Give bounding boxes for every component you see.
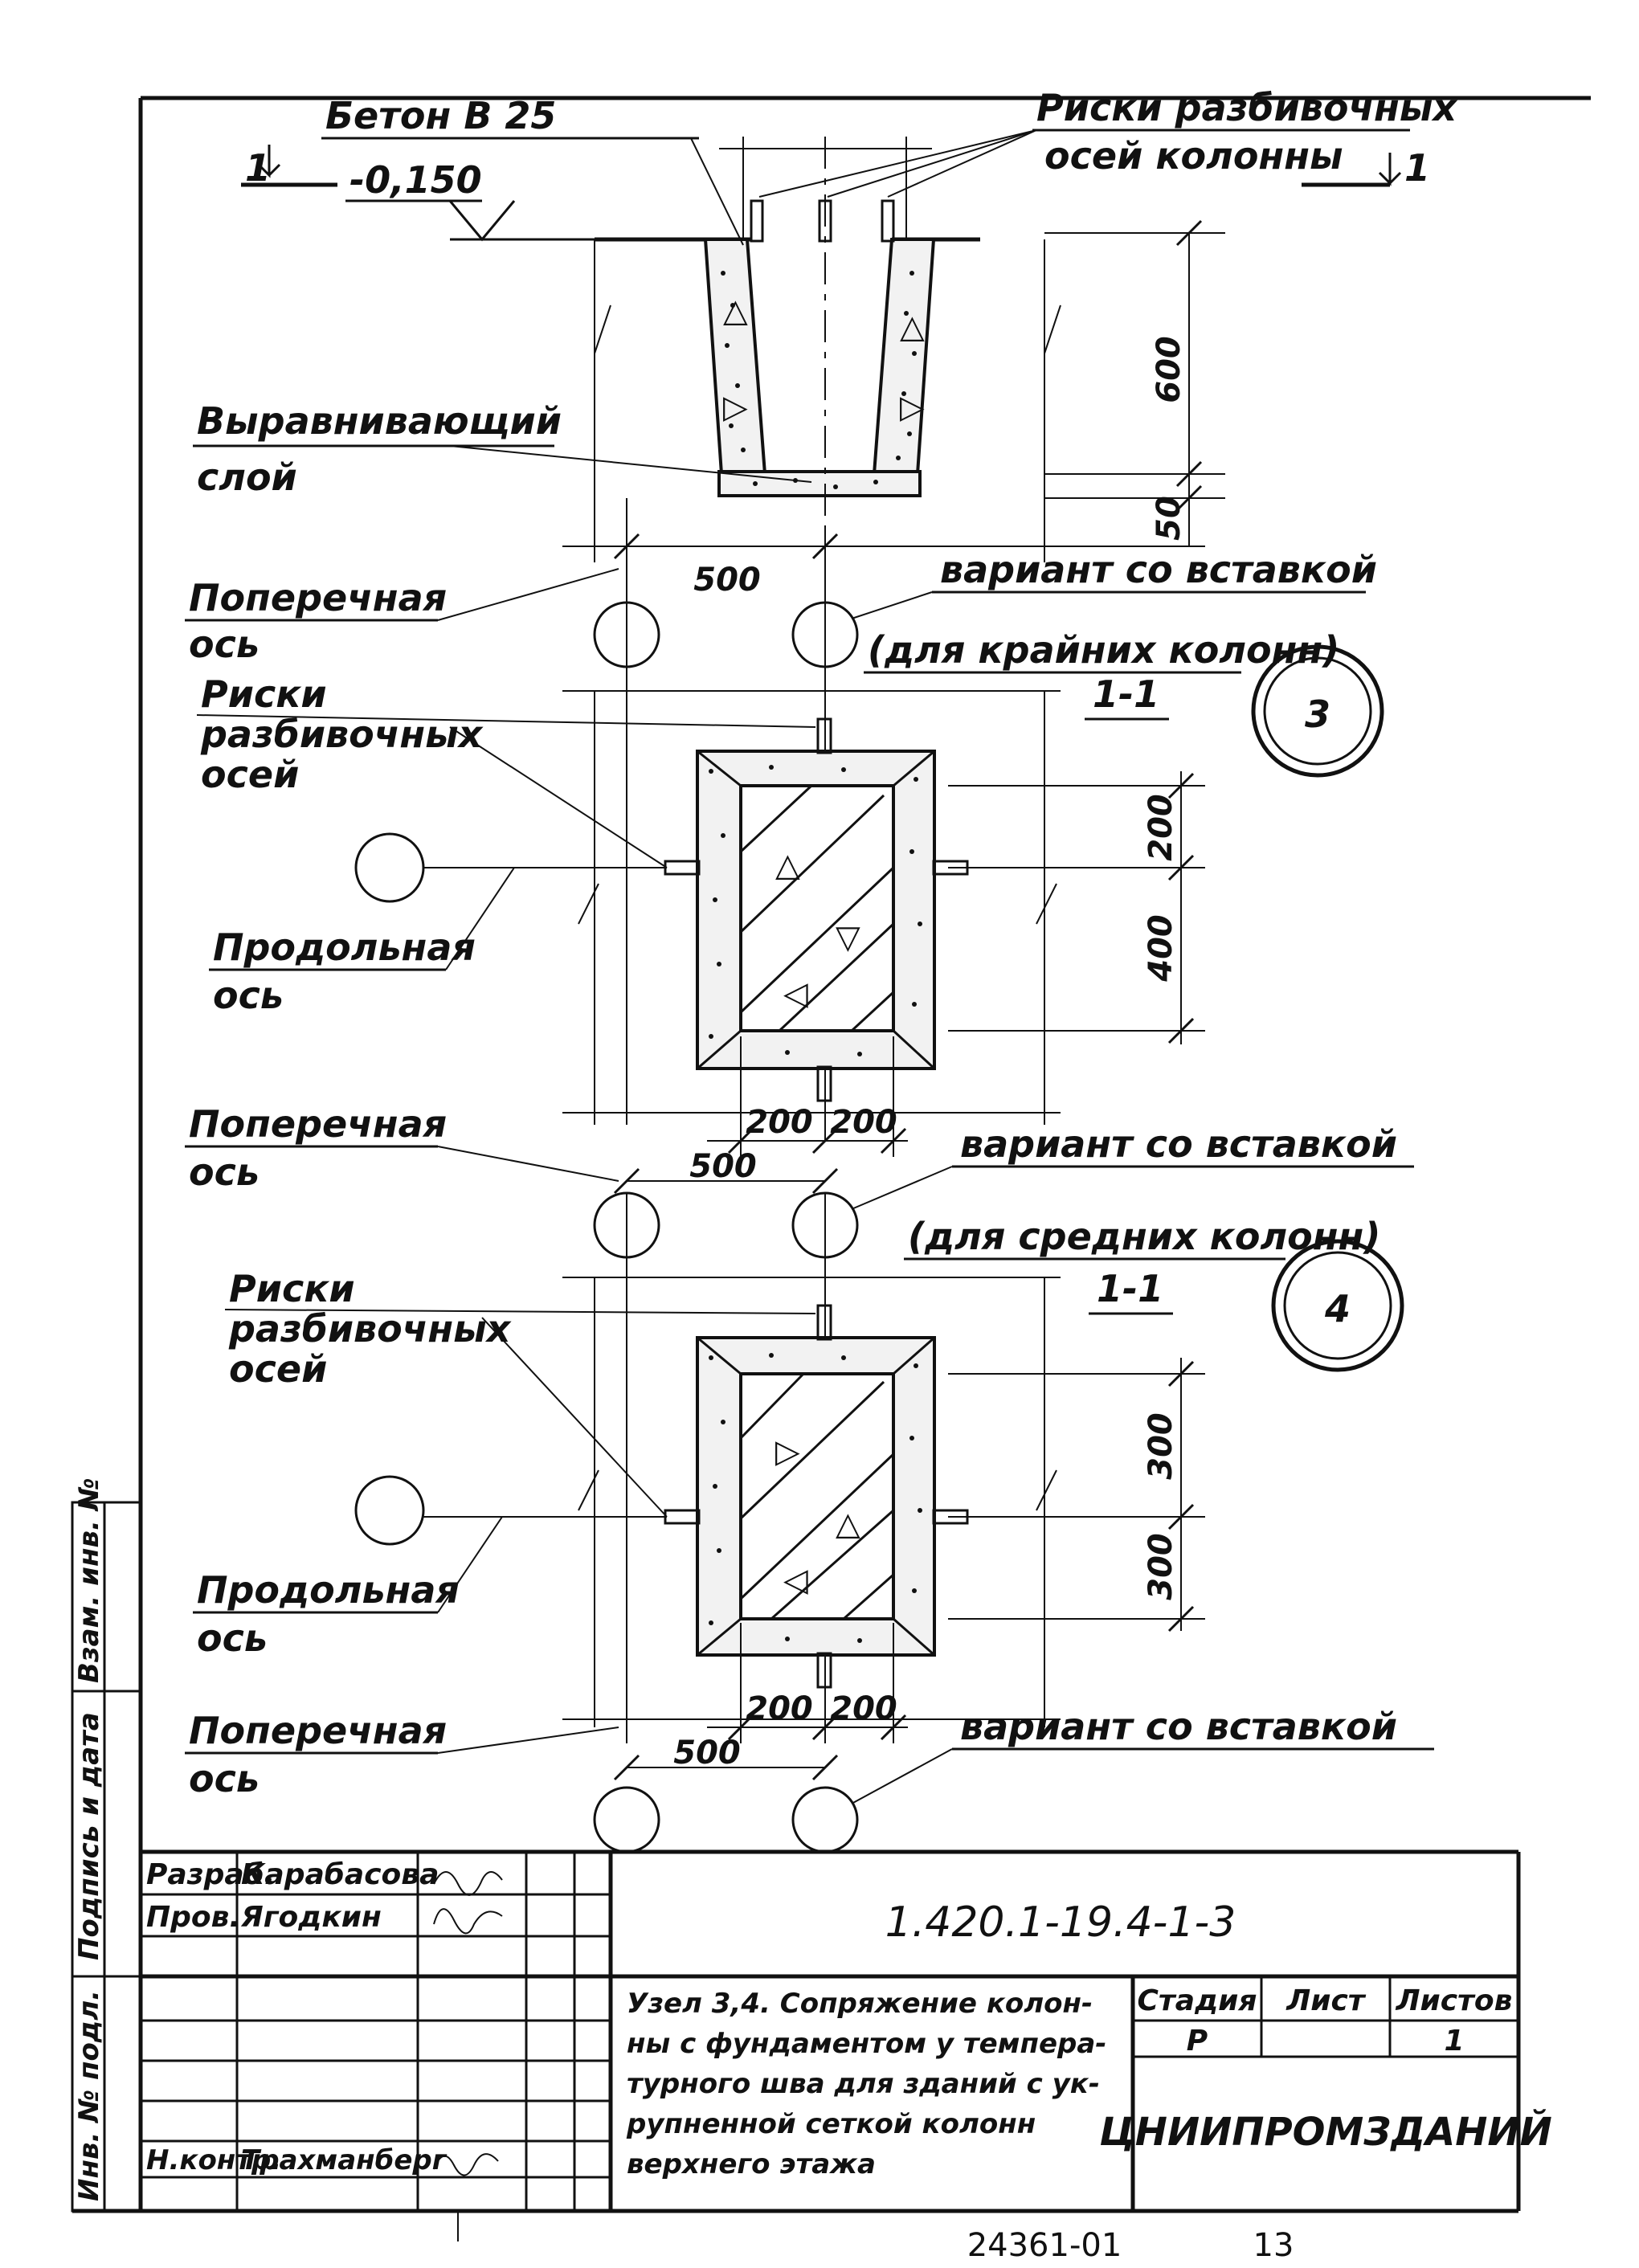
axis-marks-label: Риски разбивочных — [1036, 86, 1457, 129]
organization: ЦНИИПРОМЗДАНИЙ — [1099, 2109, 1551, 2155]
name-checked: Ягодкин — [240, 1901, 382, 1934]
dim-4-x1: 200 — [746, 1690, 813, 1727]
node-number-4: 4 — [1324, 1287, 1351, 1330]
dim-width-top: 500 — [693, 562, 761, 599]
signature-3 — [433, 2153, 499, 2176]
bottom-axes: Поперечная ось 500 вариант со вставкой — [185, 1705, 1434, 1853]
sheets-value: 1 — [1444, 2025, 1464, 2058]
section-marker-left: 1 — [245, 146, 271, 190]
leveling-layer-label: Выравнивающий — [197, 399, 562, 443]
node-4-plan: Поперечная ось 500 вариант со вставкой (… — [185, 1102, 1414, 1743]
longitudinal-axis-label-3: Продольная — [213, 926, 476, 969]
sheet-header: Лист — [1285, 1984, 1366, 2017]
sheets-header: Листов — [1396, 1984, 1513, 2017]
stamp-inv-no: Инв. № подл. — [73, 1990, 105, 2201]
dim-depth: 600 — [1151, 336, 1187, 403]
stage-header: Стадия — [1138, 1984, 1257, 2017]
archive-number: 24361-01 — [967, 2227, 1122, 2264]
svg-text:▽: ▽ — [836, 919, 860, 956]
leveling-layer-label-2: слой — [197, 456, 297, 499]
variant-note-4: (для средних колонн) — [908, 1215, 1380, 1258]
axis-marks-label-4b: разбивочных — [228, 1307, 512, 1351]
section-label-3: 1-1 — [1093, 672, 1159, 716]
axis-marks-label-3c: осей — [201, 753, 299, 796]
axis-marks-label-2: осей колонны — [1044, 134, 1343, 178]
axis-marks-label-4: Риски — [229, 1267, 355, 1310]
dim-3-bottom: 400 — [1142, 914, 1179, 983]
svg-text:△: △ — [775, 847, 800, 884]
axis-bubble-bottom-b — [791, 1786, 859, 1853]
section-marker-right: 1 — [1404, 146, 1430, 190]
stage-value: Р — [1187, 2025, 1208, 2058]
axis-bubble-3-long — [354, 832, 425, 903]
name-designed: Карабасова — [241, 1858, 439, 1891]
svg-text:△: △ — [900, 309, 925, 345]
title-desc-4: рупненной сеткой колонн — [626, 2108, 1036, 2140]
signature-1 — [433, 1871, 503, 1896]
axis-bubble-bottom-a — [593, 1786, 660, 1853]
longitudinal-axis-label-3b: ось — [213, 974, 284, 1017]
svg-text:◁: ◁ — [783, 1562, 808, 1599]
longitudinal-axis-label-4b: ось — [197, 1616, 268, 1660]
concrete-label: Бетон В 25 — [325, 94, 556, 137]
longitudinal-axis-label-4: Продольная — [197, 1568, 460, 1612]
transverse-axis-label-4: Поперечная — [189, 1102, 447, 1146]
node-number-3: 3 — [1305, 693, 1330, 736]
axis-marks-label-3: Риски — [201, 672, 327, 716]
svg-text:◁: ◁ — [783, 975, 808, 1012]
elevation-label: -0,150 — [349, 158, 482, 202]
variant-label-bottom: вариант со вставкой — [960, 1705, 1397, 1748]
svg-text:△: △ — [836, 1506, 860, 1543]
dim-4-width: 500 — [689, 1148, 757, 1185]
dim-layer: 50 — [1151, 496, 1187, 541]
title-desc-3: турного шва для зданий с ук- — [627, 2068, 1100, 2100]
svg-text:▷: ▷ — [723, 389, 748, 426]
role-norm-control: Н.контр. — [146, 2144, 281, 2176]
dim-bottom-width: 500 — [673, 1735, 741, 1771]
dim-4-bottom: 300 — [1142, 1533, 1179, 1600]
signature-2 — [433, 1908, 503, 1935]
dim-3-top: 200 — [1142, 794, 1179, 861]
axis-marks-label-4c: осей — [229, 1347, 327, 1391]
variant-note-3: (для крайних колонн) — [868, 628, 1339, 672]
stamp-replace-inv: Взам. инв. № — [73, 1477, 105, 1683]
variant-label-4: вариант со вставкой — [960, 1122, 1397, 1166]
axis-bubble-4-long — [354, 1475, 425, 1546]
dim-3-x2: 200 — [830, 1104, 897, 1141]
title-desc-5: верхнего этажа — [627, 2148, 876, 2180]
dim-4-x2: 200 — [830, 1690, 897, 1727]
transverse-axis-label-bottom: Поперечная — [189, 1709, 447, 1752]
transverse-axis-label-4b: ось — [189, 1150, 260, 1194]
name-norm-control: Трахманберг — [241, 2144, 448, 2176]
dim-4-top: 300 — [1142, 1412, 1179, 1480]
drawing-code: 1.420.1-19.4-1-3 — [885, 1898, 1236, 1947]
transverse-axis-label-3: Поперечная — [189, 576, 447, 619]
role-checked: Пров. — [146, 1901, 240, 1934]
node-3-plan: Поперечная ось вариант со вставкой (для … — [185, 548, 1384, 1157]
svg-text:▷: ▷ — [900, 389, 925, 426]
title-desc-1: Узел 3,4. Сопряжение колон- — [627, 1988, 1093, 2020]
svg-text:▷: ▷ — [775, 1433, 800, 1470]
dim-3-x1: 200 — [746, 1104, 813, 1141]
section-label-4: 1-1 — [1097, 1267, 1163, 1310]
footer: 24361-01 13 — [457, 2211, 1294, 2264]
side-stamp: Инв. № подл. Подпись и дата Взам. инв. № — [71, 1477, 142, 2213]
socket-wall-left — [703, 238, 767, 476]
transverse-axis-label-3b: ось — [189, 623, 260, 666]
foundation-section: △ ▷ △ ▷ Бетон В 25 — [193, 86, 1457, 611]
stamp-sign-date: Подпись и дата — [73, 1712, 105, 1960]
title-block: Разраб. Карабасова Пров. Ягодкин Н.контр… — [141, 1849, 1552, 2211]
title-desc-2: ны с фундаментом у темпера- — [627, 2028, 1106, 2060]
variant-label-3: вариант со вставкой — [940, 548, 1377, 591]
svg-text:△: △ — [723, 292, 748, 329]
socket-wall-right — [872, 238, 936, 476]
page-number: 13 — [1253, 2227, 1294, 2264]
role-designed: Разраб. — [146, 1858, 275, 1891]
transverse-axis-label-bottom-b: ось — [189, 1757, 260, 1800]
